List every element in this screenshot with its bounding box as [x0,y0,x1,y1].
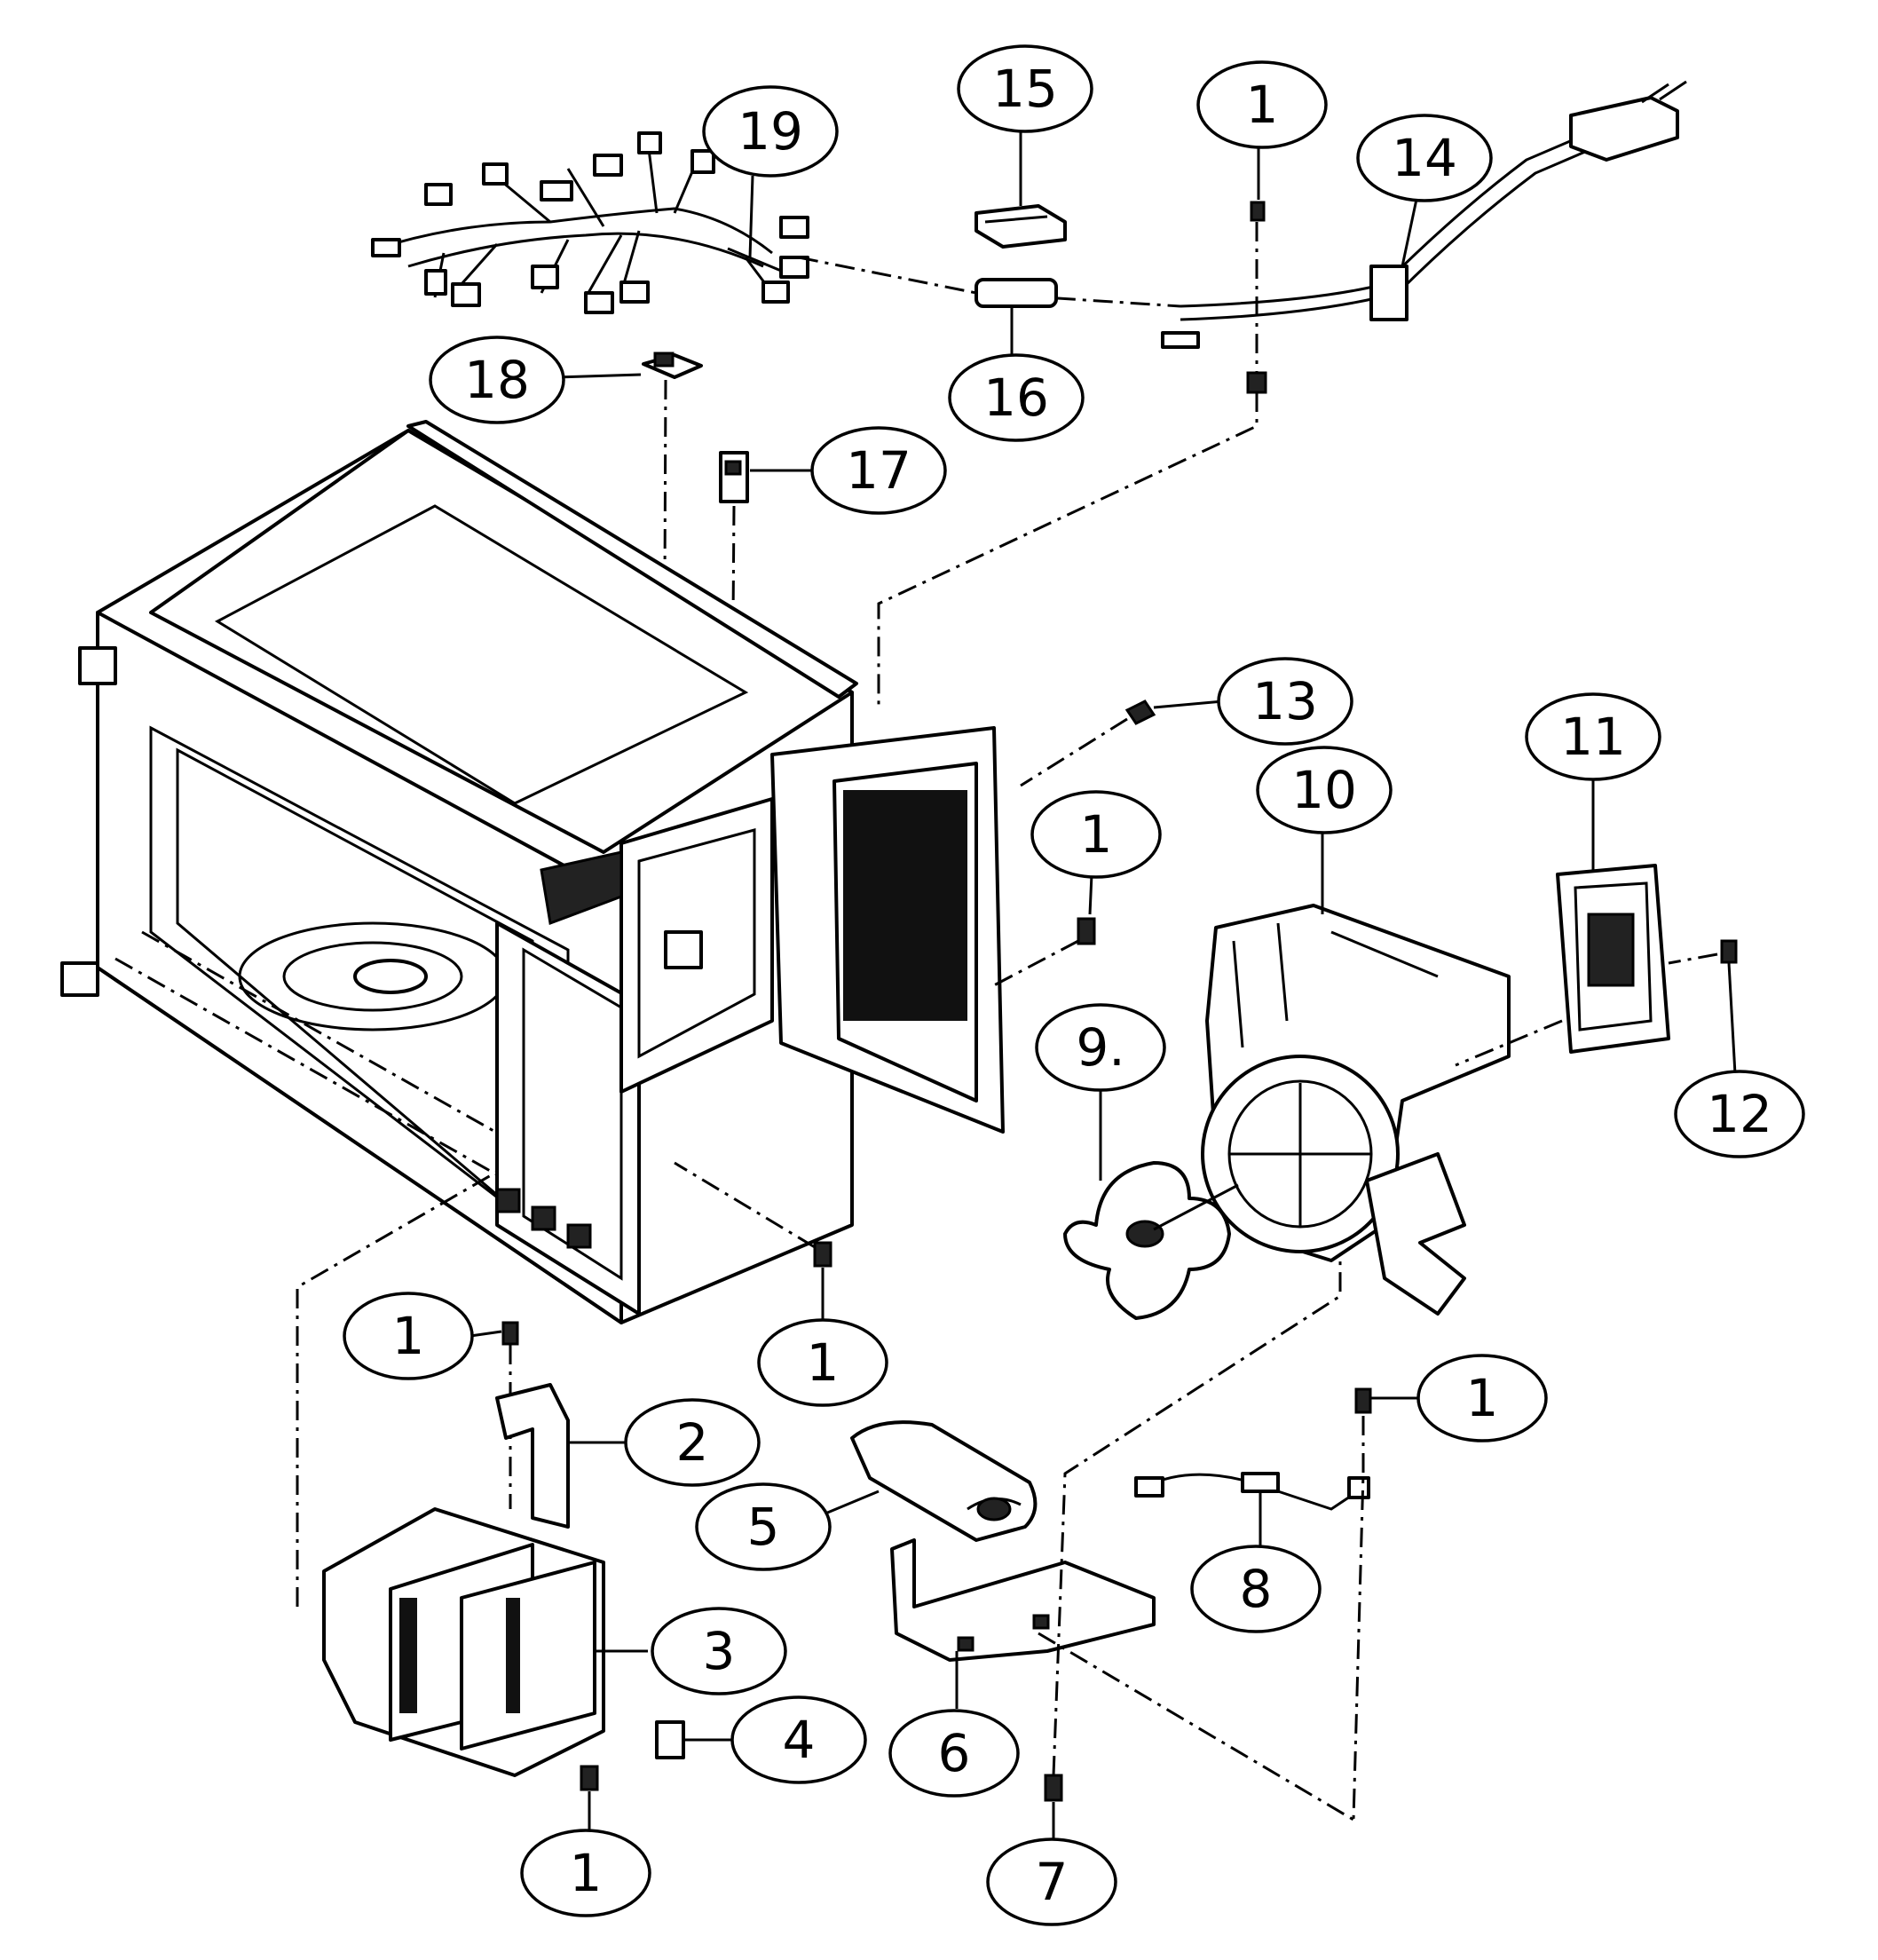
c1c-drop [674,1161,816,1249]
c1b-leader [1088,873,1093,915]
svg-text:16: 16 [983,368,1049,428]
fuse [975,278,1058,308]
harness-leader [798,256,1181,308]
svg-text:1: 1 [392,1306,425,1366]
callout-1-transformer-top: 1 [343,1292,474,1380]
callout-7: 7 [986,1838,1117,1926]
noise-filter [975,204,1067,249]
fan-to-duct [1153,1183,1239,1231]
callout-13: 13 [1217,657,1353,746]
svg-text:3: 3 [703,1621,736,1681]
callout-1-transformer-bottom: 1 [520,1829,651,1917]
fan-blade [1063,1161,1231,1320]
base-plate [890,1538,1156,1662]
c13-leader [1153,699,1224,709]
base-to-cabinet [1038,1632,1354,1822]
screw-diode [1354,1387,1372,1414]
c1d-leader [470,1330,502,1338]
svg-text:10: 10 [1291,760,1357,820]
svg-text:7: 7 [1036,1852,1069,1912]
high-voltage-transformer [322,1507,605,1777]
callout-12: 12 [1674,1070,1805,1158]
callout-14: 14 [1356,114,1493,202]
c18-leader [556,373,642,379]
screw-cabinet-side [1077,917,1096,945]
hv-diode [1134,1472,1370,1511]
callout-4: 4 [730,1695,867,1784]
callout-17: 17 [810,426,947,515]
callout-1-bottom-cabinet: 1 [757,1318,888,1407]
callout-19: 19 [702,85,839,178]
callout-1-cabinet: 1 [1030,790,1162,879]
callout-18: 18 [429,336,565,424]
vent-grille [843,790,967,1021]
screw-cabinet-bottom [813,1241,832,1268]
c12-leader [1727,962,1737,1075]
svg-text:15: 15 [992,59,1058,119]
svg-text:18: 18 [464,350,530,410]
oven-cabinet [60,420,1005,1324]
fan-motor [1556,864,1670,1054]
svg-text:13: 13 [1252,671,1318,731]
fan-duct [1201,904,1511,1316]
transformer-bracket [495,1383,570,1529]
svg-text:2: 2 [676,1412,709,1473]
screw-base [1044,1774,1063,1802]
screw-transformer-top [501,1321,519,1346]
svg-text:1: 1 [1246,75,1279,135]
motor-to-duct [1455,1019,1563,1067]
power-cord [1161,80,1687,349]
control-panel-keys [495,1188,592,1249]
thermal-cutout [642,352,703,379]
c1b-drop [993,939,1079,987]
callout-10: 10 [1256,746,1393,834]
screw-top-leader [877,222,1259,710]
c14-leader [1401,190,1420,267]
interlock-switch [719,451,749,503]
svg-text:11: 11 [1560,707,1626,767]
c7-up [1052,1261,1342,1776]
svg-text:8: 8 [1240,1559,1273,1619]
capacitor [850,1420,1038,1542]
callout-2: 2 [624,1398,761,1487]
screw-transformer-bottom [580,1765,599,1791]
screw-top [1246,201,1267,394]
callout-11: 11 [1525,692,1661,781]
svg-text:14: 14 [1392,128,1457,188]
callout-8: 8 [1190,1545,1322,1633]
svg-text:6: 6 [938,1723,971,1783]
svg-text:1: 1 [807,1332,840,1393]
svg-text:1: 1 [1466,1368,1499,1428]
callout-9: 9. [1035,1003,1166,1092]
callout-3: 3 [651,1607,787,1695]
svg-text:5: 5 [747,1497,780,1557]
callout-16: 16 [948,353,1085,442]
svg-text:12: 12 [1707,1084,1772,1144]
motor-screw [1720,939,1738,964]
motor-screw-leader [1668,952,1718,965]
c1f-drop [1352,1416,1365,1821]
svg-text:9.: 9. [1076,1017,1124,1078]
c13-drop [1020,717,1128,787]
thermal-fuse [1124,699,1156,725]
callout-15: 15 [957,44,1093,133]
c5-leader [825,1490,880,1515]
callout-5: 5 [695,1482,832,1571]
svg-text:1: 1 [570,1843,603,1903]
callout-19-label: 19 [738,101,803,162]
transformer-foot [655,1720,685,1759]
svg-text:1: 1 [1080,804,1113,865]
callout-6: 6 [888,1709,1020,1798]
wire-harness [371,131,809,314]
svg-text:4: 4 [783,1710,816,1770]
callout-1-top: 1 [1196,60,1328,149]
callout-1-diode: 1 [1416,1354,1548,1442]
svg-text:17: 17 [846,440,911,501]
